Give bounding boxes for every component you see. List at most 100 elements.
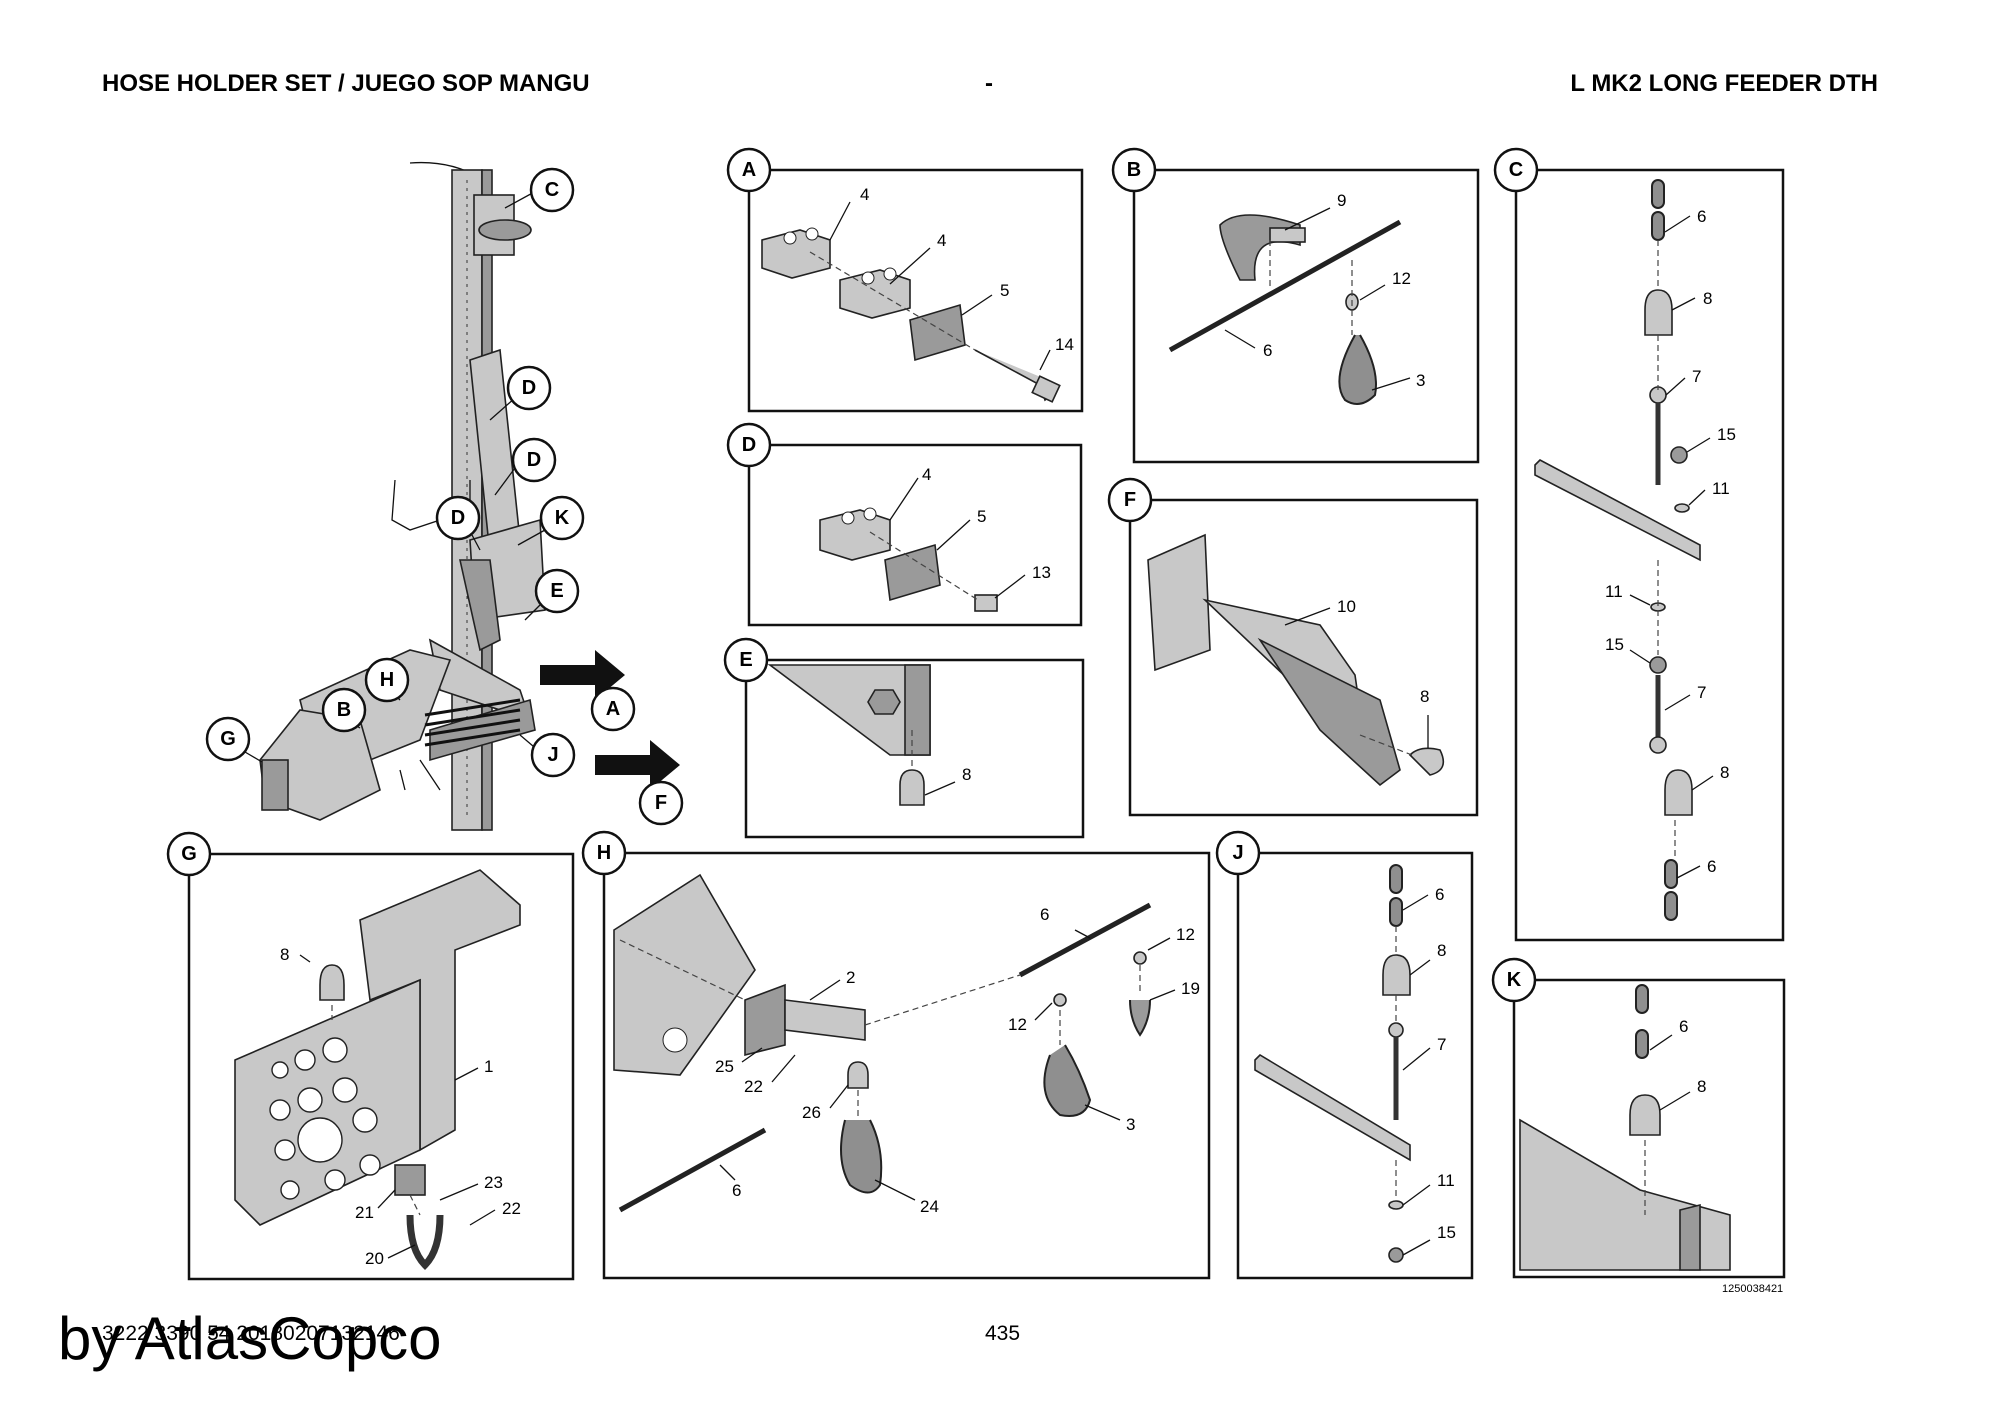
svg-text:H: H (597, 842, 611, 864)
panel-e: E 8 (723, 637, 1085, 839)
document-title: HOSE HOLDER SET / JUEGO SOP MANGU (102, 70, 590, 97)
svg-text:D: D (527, 449, 541, 471)
svg-text:G: G (220, 728, 236, 750)
callout-j: J (530, 732, 576, 778)
svg-text:6: 6 (1435, 885, 1444, 904)
svg-text:24: 24 (920, 1197, 939, 1216)
callout-d-3: D (435, 495, 481, 541)
svg-text:4: 4 (860, 185, 869, 204)
svg-text:B: B (1127, 159, 1141, 181)
svg-text:8: 8 (280, 945, 289, 964)
svg-text:D: D (742, 434, 756, 456)
svg-text:12: 12 (1008, 1015, 1027, 1034)
svg-text:15: 15 (1717, 425, 1736, 444)
svg-text:J: J (547, 744, 558, 766)
svg-text:D: D (522, 377, 536, 399)
svg-text:11: 11 (1605, 582, 1623, 601)
svg-text:2: 2 (846, 968, 855, 987)
callout-c: C (529, 167, 575, 213)
callout-d-1: D (506, 365, 552, 411)
svg-text:11: 11 (1437, 1171, 1455, 1190)
callout-d-2: D (511, 437, 557, 483)
callout-e: E (534, 568, 580, 614)
callout-f: F (638, 780, 684, 826)
svg-text:25: 25 (715, 1057, 734, 1076)
svg-text:K: K (555, 507, 570, 529)
document-id: 3222 3390 54 20180207132146 (102, 1322, 400, 1345)
header-separator: - (985, 70, 993, 97)
machine-title: L MK2 LONG FEEDER DTH (1570, 70, 1878, 97)
svg-text:22: 22 (744, 1077, 763, 1096)
svg-text:G: G (181, 843, 197, 865)
svg-text:4: 4 (937, 231, 946, 250)
svg-text:7: 7 (1697, 683, 1706, 702)
svg-text:12: 12 (1176, 925, 1195, 944)
svg-text:8: 8 (1437, 941, 1446, 960)
svg-text:7: 7 (1437, 1035, 1446, 1054)
svg-text:F: F (655, 792, 667, 814)
svg-text:21: 21 (355, 1203, 374, 1222)
panel-d: D 4 5 13 (726, 422, 1083, 627)
svg-text:22: 22 (502, 1199, 521, 1218)
svg-text:11: 11 (1712, 479, 1730, 498)
overview-callouts: C D D D K E H B A G J F (205, 167, 684, 826)
panel-b: B 9 12 6 3 (1111, 147, 1480, 464)
svg-text:15: 15 (1605, 635, 1624, 654)
svg-text:D: D (451, 507, 465, 529)
svg-text:15: 15 (1437, 1223, 1456, 1242)
svg-text:C: C (1509, 159, 1523, 181)
svg-text:6: 6 (1263, 341, 1272, 360)
panel-f: F 10 8 (1107, 477, 1479, 817)
svg-text:7: 7 (1692, 367, 1701, 386)
page-number: 435 (985, 1322, 1021, 1345)
svg-text:4: 4 (922, 465, 931, 484)
callout-k: K (539, 495, 585, 541)
svg-text:9: 9 (1337, 191, 1346, 210)
drawing-number: 1250038421 (1722, 1283, 1783, 1295)
svg-text:E: E (739, 649, 752, 671)
svg-text:8: 8 (962, 765, 971, 784)
svg-text:E: E (550, 580, 563, 602)
svg-text:1: 1 (484, 1057, 493, 1076)
svg-text:10: 10 (1337, 597, 1356, 616)
svg-text:6: 6 (732, 1181, 741, 1200)
svg-text:5: 5 (977, 507, 986, 526)
svg-text:20: 20 (365, 1249, 384, 1268)
svg-text:A: A (742, 159, 756, 181)
panel-j: J 6 8 7 11 15 (1215, 830, 1474, 1280)
svg-text:6: 6 (1707, 857, 1716, 876)
svg-text:8: 8 (1697, 1077, 1706, 1096)
svg-text:12: 12 (1392, 269, 1411, 288)
svg-text:5: 5 (1000, 281, 1009, 300)
svg-text:23: 23 (484, 1173, 503, 1192)
panel-c: C 6 8 7 15 11 11 15 7 8 6 (1493, 147, 1785, 942)
svg-text:13: 13 (1032, 563, 1051, 582)
svg-text:C: C (545, 179, 559, 201)
svg-text:14: 14 (1055, 335, 1074, 354)
svg-text:K: K (1507, 969, 1522, 991)
svg-text:8: 8 (1720, 763, 1729, 782)
svg-text:A: A (606, 698, 620, 720)
panel-k: K 6 8 1250038421 (1491, 957, 1786, 1295)
watermark: by AtlasCopco (58, 1305, 442, 1372)
svg-text:26: 26 (802, 1103, 821, 1122)
svg-text:3: 3 (1126, 1115, 1135, 1134)
overview-machine (244, 161, 680, 831)
svg-text:19: 19 (1181, 979, 1200, 998)
panel-g: G 8 1 23 22 21 20 (166, 831, 575, 1281)
panel-h: H 6 12 19 2 12 25 22 26 3 6 24 (581, 830, 1211, 1280)
svg-text:8: 8 (1420, 687, 1429, 706)
svg-text:J: J (1232, 842, 1243, 864)
panel-a: A 4 4 5 14 (726, 147, 1084, 413)
callout-a: A (590, 686, 636, 732)
callout-h: H (364, 657, 410, 703)
svg-text:B: B (337, 699, 351, 721)
callout-b: B (321, 687, 367, 733)
svg-text:8: 8 (1703, 289, 1712, 308)
svg-text:3: 3 (1416, 371, 1425, 390)
svg-text:6: 6 (1040, 905, 1049, 924)
svg-text:H: H (380, 669, 394, 691)
svg-text:F: F (1124, 489, 1136, 511)
svg-text:6: 6 (1697, 207, 1706, 226)
